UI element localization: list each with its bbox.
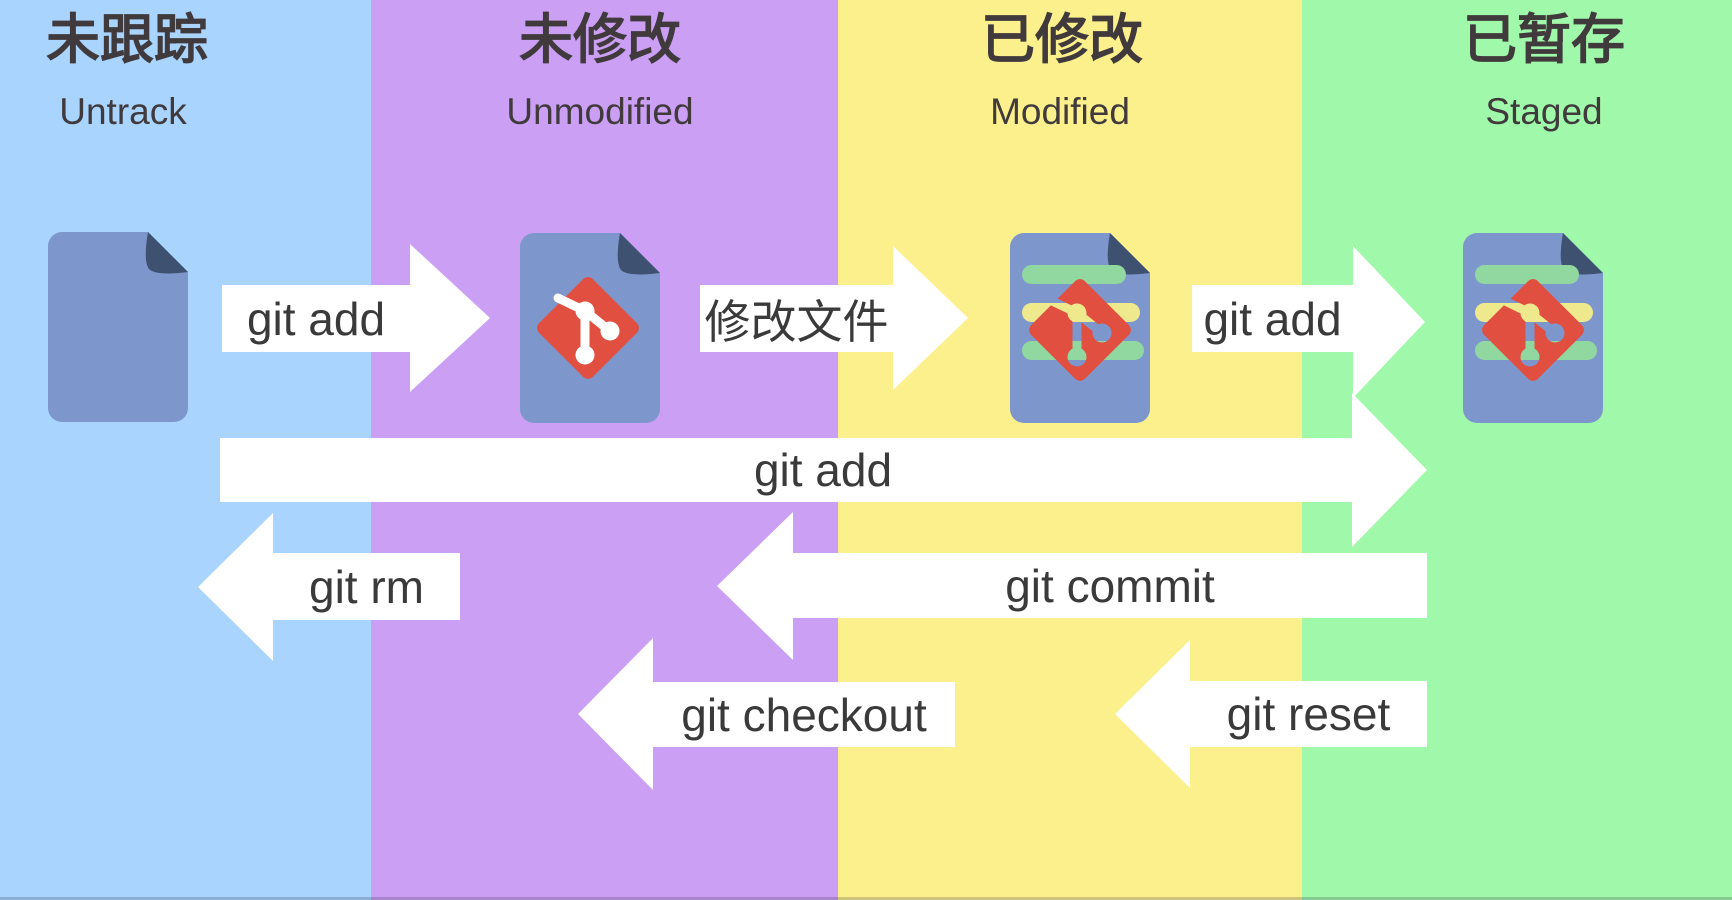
arrow-label: git rm <box>309 560 424 613</box>
git-file-modified-icon <box>1010 233 1150 423</box>
header-untracked-cn: 未跟踪 <box>46 10 208 70</box>
plain-file-icon <box>48 232 188 422</box>
folded-corner-icon <box>145 232 188 274</box>
header-staged-cn: 已暂存 <box>1463 10 1625 70</box>
arrow-head-left-icon <box>198 513 273 661</box>
arrow-label: 修改文件 <box>704 295 889 348</box>
folded-corner-icon <box>1560 233 1603 275</box>
document-shape <box>48 232 188 422</box>
header-modified-en: Modified <box>990 91 1130 132</box>
arrow-label: git add <box>1203 292 1342 345</box>
text-line-green <box>1475 265 1579 284</box>
bottom-edge-divider <box>0 897 1732 900</box>
arrow-head-left-icon <box>717 512 793 660</box>
header-unmodified-cn: 未修改 <box>519 10 681 70</box>
arrow-label: git reset <box>1226 688 1391 740</box>
arrow-label: git add <box>246 292 386 345</box>
git-logo-icon <box>537 277 639 379</box>
git-logo-icon <box>1029 279 1131 381</box>
arrow-label: git add <box>753 444 893 496</box>
git-file-modified-icon <box>1463 233 1603 423</box>
header-modified-cn: 已修改 <box>981 10 1143 70</box>
arrow-head-left-icon <box>578 638 653 790</box>
arrow-head-right-icon <box>893 246 968 390</box>
folded-corner-icon <box>617 233 660 275</box>
arrow-head-right-icon <box>410 244 490 392</box>
git-file-icon <box>520 233 660 423</box>
text-line-green <box>1022 265 1126 284</box>
header-staged-en: Staged <box>1485 91 1603 132</box>
header-untracked-en: Untrack <box>59 91 187 132</box>
arrow-head-right-icon <box>1352 393 1427 547</box>
header-unmodified-en: Unmodified <box>506 91 694 132</box>
arrow-label: git commit <box>1005 559 1215 612</box>
git-logo-icon <box>1482 279 1584 381</box>
folded-corner-icon <box>1107 233 1150 275</box>
arrow-head-right-icon <box>1353 246 1425 398</box>
arrow-label: git checkout <box>681 688 927 741</box>
arrow-head-left-icon <box>1115 640 1190 788</box>
